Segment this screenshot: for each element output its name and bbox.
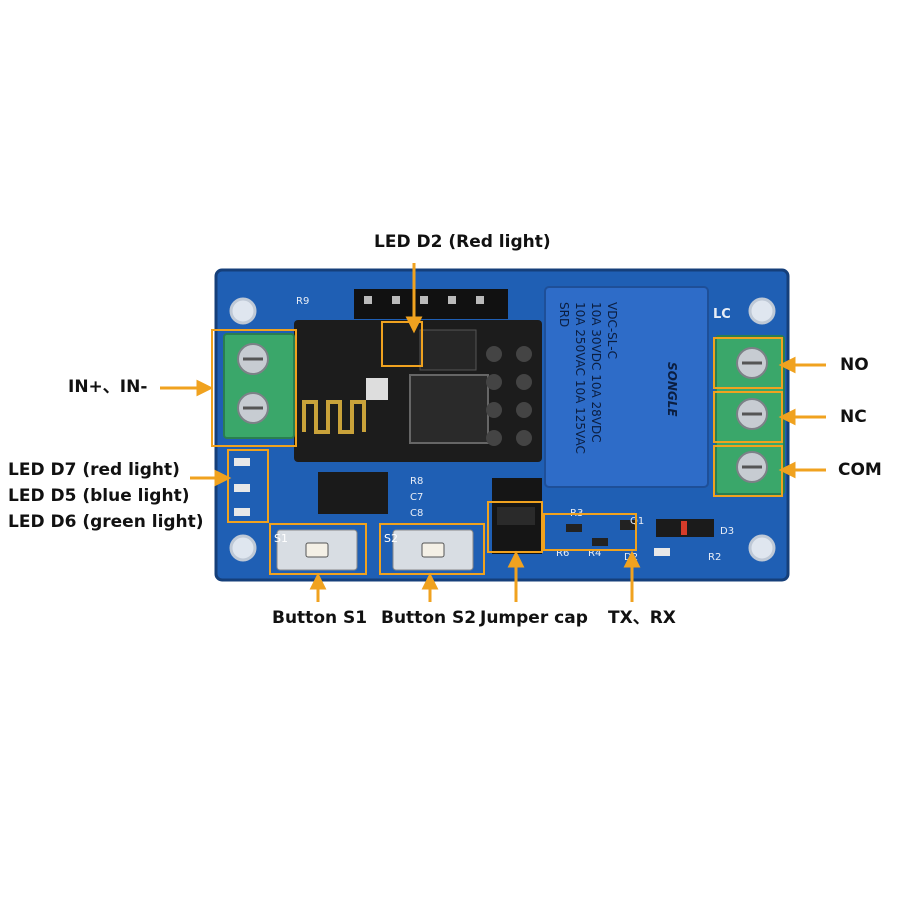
relay-line-0: SRD bbox=[557, 302, 571, 327]
relay-line-2: 10A 30VDC 10A 28VDC bbox=[589, 302, 603, 443]
relay-line-1: 10A 250VAC 10A 125VAC bbox=[573, 302, 587, 454]
label-tx-rx: TX、RX bbox=[608, 608, 676, 628]
silk-c7: C7 bbox=[410, 492, 423, 503]
label-no: NO bbox=[840, 355, 869, 375]
callout-box-leds bbox=[227, 449, 269, 523]
button-s1-part: S1 bbox=[274, 529, 358, 571]
label-led-d2: LED D2 (Red light) bbox=[374, 232, 551, 252]
silk-d3: D3 bbox=[720, 526, 734, 537]
label-led-d5: LED D5 (blue light) bbox=[8, 486, 190, 506]
silk-c8: C8 bbox=[410, 508, 423, 519]
top-pin-header bbox=[354, 289, 508, 319]
smd-parts bbox=[566, 519, 714, 556]
silk-r6: R6 bbox=[556, 548, 569, 559]
silk-r9: R9 bbox=[296, 296, 309, 307]
callout-box-s2 bbox=[379, 523, 485, 575]
callout-box-led-d2 bbox=[381, 321, 423, 367]
button-s2-part: S2 bbox=[384, 529, 474, 571]
mounting-holes bbox=[229, 297, 776, 562]
driver-chip bbox=[318, 472, 388, 514]
silk-r8: R8 bbox=[410, 476, 423, 487]
label-button-s2: Button S2 bbox=[381, 608, 477, 628]
relay: SRD 10A 250VAC 10A 125VAC 10A 30VDC 10A … bbox=[544, 286, 709, 488]
callout-box-txrx bbox=[543, 513, 637, 551]
label-button-s1: Button S1 bbox=[272, 608, 368, 628]
relay-brand: SONGLE bbox=[665, 362, 679, 417]
callout-arrows bbox=[160, 263, 826, 602]
jumper-header bbox=[492, 478, 542, 554]
label-led-d7: LED D7 (red light) bbox=[8, 460, 180, 480]
callout-box-no bbox=[713, 337, 783, 389]
silk-s2: S2 bbox=[384, 532, 398, 545]
wifi-module bbox=[294, 320, 542, 462]
output-terminal bbox=[715, 335, 785, 495]
label-in-pm: IN+、IN- bbox=[68, 377, 148, 397]
callout-box-jumper bbox=[487, 501, 543, 553]
silk-r2: R2 bbox=[708, 552, 721, 563]
label-led-d6: LED D6 (green light) bbox=[8, 512, 204, 532]
label-com: COM bbox=[838, 460, 882, 480]
silk-q1: Q1 bbox=[630, 516, 644, 527]
lc-silk-label: LC bbox=[713, 307, 731, 322]
silk-s1: S1 bbox=[274, 532, 288, 545]
label-jumper-cap: Jumper cap bbox=[480, 608, 588, 628]
status-leds bbox=[234, 458, 250, 516]
input-terminal bbox=[223, 333, 295, 439]
relay-line-3: VDC-SL-C bbox=[605, 302, 619, 359]
label-nc: NC bbox=[840, 407, 867, 427]
silk-r4: R4 bbox=[588, 548, 601, 559]
